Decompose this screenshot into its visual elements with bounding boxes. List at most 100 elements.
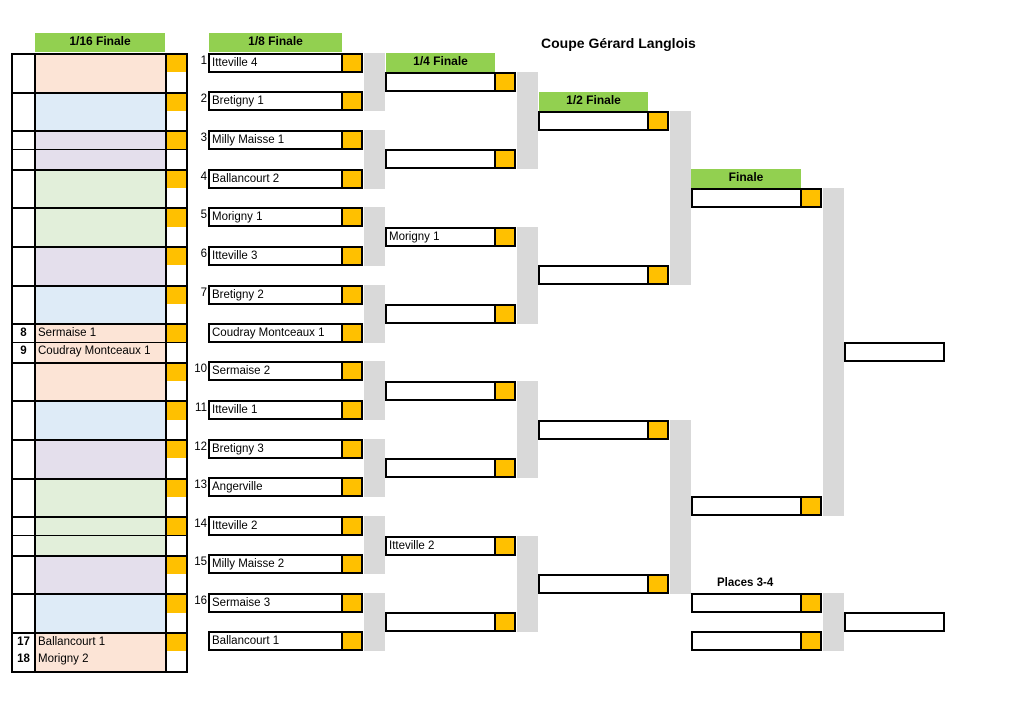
r16-team-box[interactable]: Angerville [208,477,343,497]
r32-score-cell[interactable] [165,477,188,499]
r16-team-box[interactable]: Ballancourt 2 [208,169,343,189]
r16-score-box[interactable] [341,285,363,305]
r16-team-box[interactable]: Bretigny 2 [208,285,343,305]
r16-score-box[interactable] [341,130,363,150]
r32-score-cell[interactable] [165,458,188,480]
r16-score-box[interactable] [341,593,363,613]
qf-score-box[interactable] [494,536,516,556]
r32-team-cell[interactable] [34,439,167,461]
r32-score-cell[interactable] [165,632,188,654]
qf-team-box[interactable]: Itteville 2 [385,536,496,556]
final-score-box[interactable] [800,496,822,516]
r16-team-box[interactable]: Sermaise 2 [208,361,343,381]
r16-score-box[interactable] [341,361,363,381]
r32-score-cell[interactable] [165,574,188,596]
r32-team-cell[interactable] [34,516,167,538]
r32-team-cell[interactable] [34,612,167,634]
r32-score-cell[interactable] [165,342,188,364]
r32-score-cell[interactable] [165,535,188,557]
r16-score-box[interactable] [341,91,363,111]
sf-score-box[interactable] [647,420,669,440]
qf-team-box[interactable] [385,612,496,632]
sf-team-box[interactable] [538,574,649,594]
r32-team-cell[interactable] [34,458,167,480]
r16-team-box[interactable]: Itteville 1 [208,400,343,420]
r32-score-cell[interactable] [165,554,188,577]
r32-score-cell[interactable] [165,612,188,634]
r32-team-cell[interactable] [34,400,167,422]
r32-team-cell[interactable] [34,574,167,596]
r16-team-box[interactable]: Coudray Montceaux 1 [208,323,343,343]
r32-team-cell[interactable] [34,535,167,557]
r16-team-box[interactable]: Bretigny 1 [208,91,343,111]
r32-team-cell[interactable] [34,130,167,152]
qf-team-box[interactable] [385,381,496,401]
r32-team-cell[interactable] [34,53,167,75]
final-team-box[interactable] [691,188,802,208]
r32-score-cell[interactable] [165,284,188,306]
r32-score-cell[interactable] [165,130,188,152]
r32-team-cell[interactable] [34,284,167,306]
r32-team-cell[interactable] [34,91,167,113]
winner-box[interactable] [844,342,945,362]
sf-team-box[interactable] [538,420,649,440]
r32-team-cell[interactable] [34,496,167,519]
places34-team-box[interactable] [691,593,802,613]
r32-score-cell[interactable] [165,149,188,171]
r32-score-cell[interactable] [165,246,188,268]
qf-score-box[interactable] [494,381,516,401]
r32-score-cell[interactable] [165,168,188,191]
r32-team-cell[interactable]: Morigny 2 [34,651,167,673]
r16-score-box[interactable] [341,631,363,651]
places34-winner-box[interactable] [844,612,945,632]
r16-score-box[interactable] [341,477,363,497]
final-score-box[interactable] [800,188,822,208]
sf-score-box[interactable] [647,265,669,285]
r16-score-box[interactable] [341,439,363,459]
r16-team-box[interactable]: Itteville 2 [208,516,343,536]
r32-score-cell[interactable] [165,400,188,422]
r32-team-cell[interactable] [34,593,167,615]
r16-team-box[interactable]: Milly Maisse 2 [208,554,343,574]
r32-score-cell[interactable] [165,188,188,210]
r16-score-box[interactable] [341,207,363,227]
r16-team-box[interactable]: Morigny 1 [208,207,343,227]
qf-score-box[interactable] [494,458,516,478]
qf-score-box[interactable] [494,72,516,92]
final-team-box[interactable] [691,496,802,516]
r32-team-cell[interactable] [34,381,167,403]
r32-score-cell[interactable] [165,381,188,403]
r32-team-cell[interactable] [34,226,167,248]
places34-team-box[interactable] [691,631,802,651]
r32-score-cell[interactable] [165,496,188,519]
r32-team-cell[interactable] [34,361,167,384]
r32-team-cell[interactable] [34,72,167,94]
r32-team-cell[interactable] [34,110,167,133]
r16-team-box[interactable]: Itteville 4 [208,53,343,73]
places34-score-box[interactable] [800,631,822,651]
places34-score-box[interactable] [800,593,822,613]
qf-score-box[interactable] [494,612,516,632]
r32-team-cell[interactable] [34,188,167,210]
qf-score-box[interactable] [494,149,516,169]
r16-score-box[interactable] [341,53,363,73]
r32-score-cell[interactable] [165,226,188,248]
qf-team-box[interactable] [385,304,496,324]
r16-team-box[interactable]: Milly Maisse 1 [208,130,343,150]
sf-team-box[interactable] [538,111,649,131]
qf-team-box[interactable]: Morigny 1 [385,227,496,247]
r32-team-cell[interactable] [34,303,167,326]
r32-score-cell[interactable] [165,72,188,94]
sf-score-box[interactable] [647,111,669,131]
r32-score-cell[interactable] [165,419,188,441]
r32-score-cell[interactable] [165,323,188,345]
qf-score-box[interactable] [494,227,516,247]
r16-score-box[interactable] [341,169,363,189]
r32-team-cell[interactable] [34,419,167,441]
r16-team-box[interactable]: Itteville 3 [208,246,343,266]
r16-score-box[interactable] [341,554,363,574]
r32-team-cell[interactable] [34,265,167,287]
sf-team-box[interactable] [538,265,649,285]
qf-team-box[interactable] [385,149,496,169]
r16-score-box[interactable] [341,323,363,343]
